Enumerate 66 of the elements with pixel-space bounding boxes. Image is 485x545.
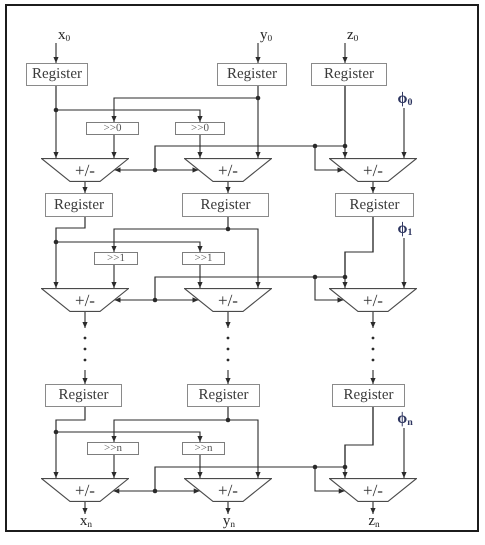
register-box: Register bbox=[182, 193, 269, 217]
adder-trapezoid: +/- bbox=[329, 288, 417, 312]
register-box: Register bbox=[217, 63, 287, 86]
register-box: Register bbox=[311, 63, 387, 86]
adder-trapezoid: +/- bbox=[184, 478, 272, 502]
arrow bbox=[53, 43, 59, 63]
register-box: Register bbox=[335, 193, 414, 217]
arrow bbox=[82, 370, 88, 384]
arrow bbox=[197, 135, 203, 158]
shifter-box: >>0 bbox=[175, 122, 225, 135]
register-box: Register bbox=[45, 384, 122, 407]
angle-label: ϕ$_{n}$ bbox=[395, 410, 415, 428]
adder-trapezoid: +/- bbox=[184, 288, 272, 312]
adder-trapezoid: +/- bbox=[329, 478, 417, 502]
signal-label: z$_{n}$ bbox=[363, 514, 385, 529]
arrow bbox=[227, 217, 261, 288]
arrow bbox=[197, 455, 203, 478]
arrow bbox=[225, 312, 231, 328]
arrow bbox=[255, 43, 261, 63]
arrow bbox=[55, 86, 203, 122]
signal-label: z$_{0}$ bbox=[343, 28, 367, 43]
angle-label: ϕ$_{1}$ bbox=[395, 220, 415, 238]
arrow bbox=[370, 182, 376, 193]
arrow bbox=[401, 428, 407, 478]
arrow bbox=[82, 312, 88, 328]
adder-trapezoid: +/- bbox=[41, 478, 129, 502]
register-box: Register bbox=[45, 193, 113, 217]
arrow bbox=[314, 86, 346, 173]
arrow bbox=[314, 407, 374, 494]
arrow bbox=[227, 407, 261, 478]
arrow bbox=[111, 455, 117, 478]
arrow bbox=[401, 108, 407, 158]
arrow bbox=[401, 238, 407, 288]
arrow bbox=[82, 502, 88, 514]
signal-label: y$_{n}$ bbox=[218, 514, 240, 529]
signal-label: x$_{0}$ bbox=[54, 28, 78, 43]
register-box: Register bbox=[187, 384, 260, 407]
arrow bbox=[111, 135, 117, 158]
arrow bbox=[55, 217, 203, 252]
adder-trapezoid: +/- bbox=[329, 158, 417, 182]
register-box: Register bbox=[332, 384, 405, 407]
signal-label: y$_{0}$ bbox=[256, 28, 280, 43]
arrow bbox=[255, 86, 261, 158]
arrow bbox=[342, 43, 348, 63]
arrow bbox=[370, 312, 376, 328]
arrow bbox=[314, 217, 374, 303]
shifter-box: >>1 bbox=[182, 252, 225, 265]
shifter-box: >>1 bbox=[94, 252, 138, 265]
arrow bbox=[225, 182, 231, 193]
adder-trapezoid: +/- bbox=[184, 158, 272, 182]
signal-label: x$_{n}$ bbox=[75, 514, 97, 529]
adder-trapezoid: +/- bbox=[41, 288, 129, 312]
shifter-box: >>0 bbox=[86, 122, 139, 135]
register-box: Register bbox=[26, 63, 88, 86]
adder-trapezoid: +/- bbox=[41, 158, 129, 182]
shifter-box: >>n bbox=[87, 442, 139, 455]
shifter-box: >>n bbox=[182, 442, 225, 455]
arrow bbox=[370, 502, 376, 514]
arrow bbox=[82, 182, 88, 193]
arrow bbox=[55, 407, 203, 442]
arrow bbox=[225, 502, 231, 514]
arrow bbox=[197, 265, 203, 288]
arrow bbox=[370, 370, 376, 384]
angle-label: ϕ$_{0}$ bbox=[395, 90, 415, 108]
arrow bbox=[225, 370, 231, 384]
arrow bbox=[111, 265, 117, 288]
